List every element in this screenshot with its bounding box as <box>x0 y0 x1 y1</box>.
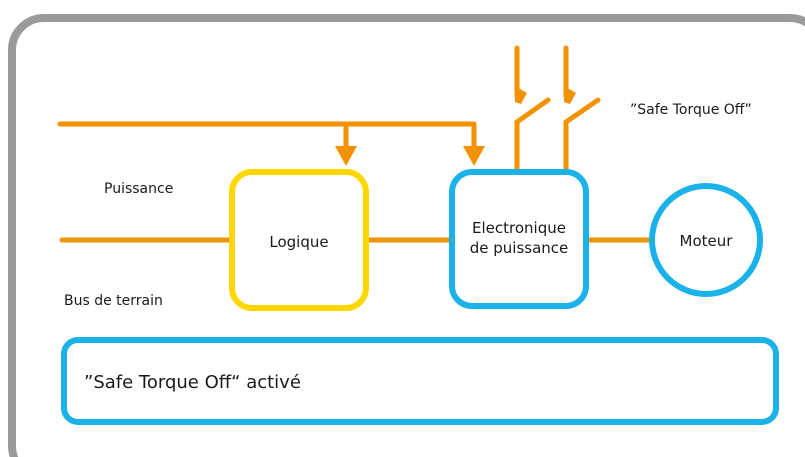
arrow-to-electronique-head <box>463 146 485 166</box>
status-banner-text: ”Safe Torque Off“ activé <box>84 372 301 393</box>
status-banner <box>61 337 779 425</box>
electronique-block <box>449 169 589 309</box>
moteur-circle <box>649 183 763 297</box>
moteur-label: Moteur <box>680 232 734 250</box>
electronique-label-line2: de puissance <box>470 239 569 257</box>
bus-de-terrain-label: Bus de terrain <box>64 293 163 309</box>
safety-switch-1-contact <box>515 86 527 104</box>
safe-torque-off-header: ”Safe Torque Off” <box>630 102 752 118</box>
logique-block <box>229 169 369 311</box>
arrow-to-logique-head <box>335 146 357 166</box>
electronique-label-line1: Electronique <box>472 219 566 237</box>
safety-switch-2-contact <box>564 86 576 104</box>
logique-label: Logique <box>269 233 328 251</box>
puissance-label: Puissance <box>104 181 173 197</box>
